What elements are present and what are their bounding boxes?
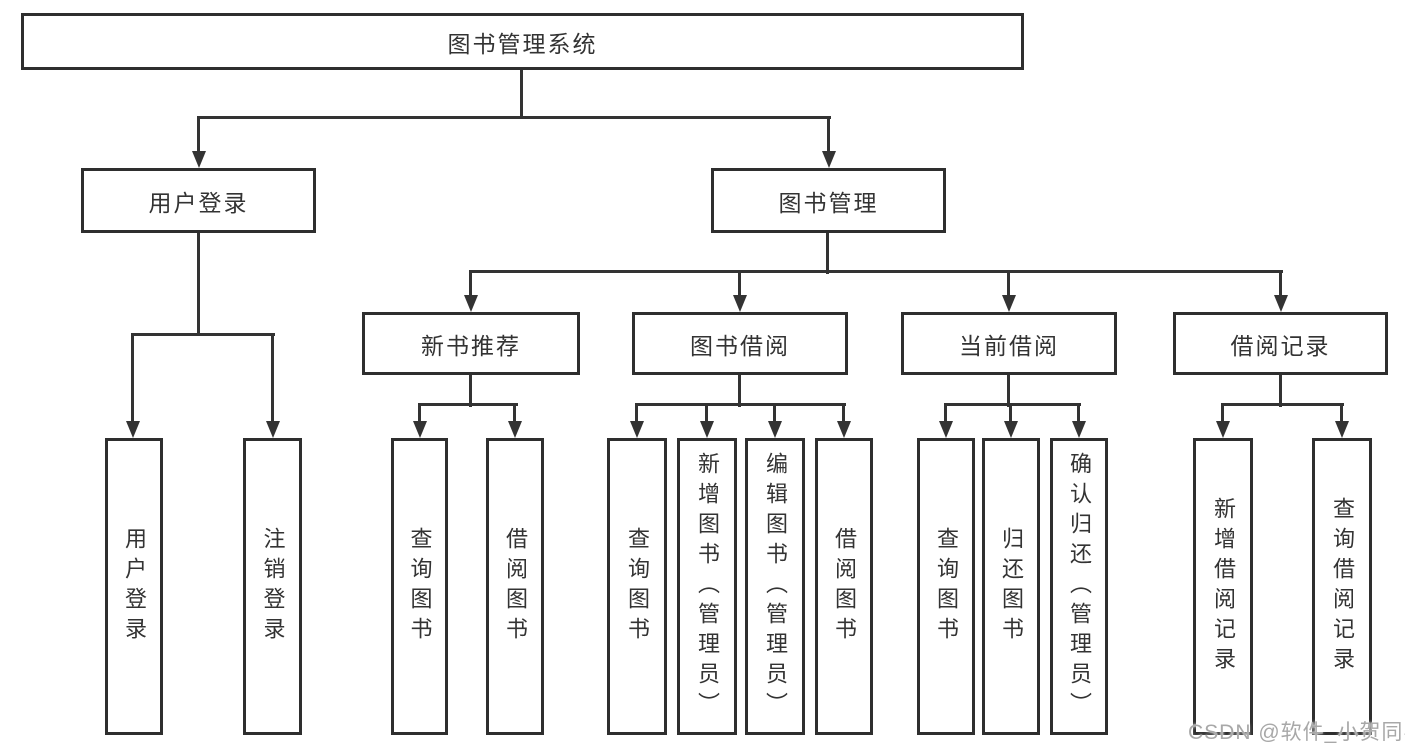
- connector-vline: [1007, 375, 1010, 407]
- leaf-cb-query-books-label: 查询图书: [934, 526, 959, 647]
- arrow-down-icon: [700, 421, 714, 438]
- connector-vline: [271, 333, 274, 425]
- connector-vline: [1077, 403, 1080, 425]
- leaf-bb-query-books: 查询图书: [607, 438, 667, 735]
- leaf-bb-query-books-label: 查询图书: [625, 526, 650, 647]
- arrow-down-icon: [1216, 421, 1230, 438]
- connector-vline: [1279, 270, 1282, 300]
- node-book-management-label: 图书管理: [778, 189, 879, 216]
- leaf-nbr-borrow-books-label: 借阅图书: [503, 526, 528, 647]
- connector-hline: [197, 116, 831, 119]
- connector-vline: [738, 375, 741, 407]
- arrow-down-icon: [413, 421, 427, 438]
- connector-vline: [1221, 403, 1224, 425]
- node-book-borrow: 图书借阅: [632, 312, 848, 375]
- connector-vline: [1009, 403, 1012, 425]
- connector-vline: [827, 116, 830, 156]
- connector-hline: [635, 403, 846, 406]
- leaf-nbr-borrow-books: 借阅图书: [486, 438, 544, 735]
- leaf-cb-query-books: 查询图书: [917, 438, 975, 735]
- arrow-down-icon: [733, 295, 747, 312]
- connector-hline: [1221, 403, 1344, 406]
- connector-vline: [826, 233, 829, 274]
- node-book-borrow-label: 图书借阅: [690, 332, 790, 359]
- leaf-br-query-record: 查询借阅记录: [1312, 438, 1372, 735]
- leaf-bb-borrow-books-label: 借阅图书: [832, 526, 857, 647]
- node-root-label: 图书管理系统: [447, 30, 598, 57]
- leaf-cb-return-books: 归还图书: [982, 438, 1040, 735]
- arrow-down-icon: [1004, 421, 1018, 438]
- node-new-book-recommend: 新书推荐: [362, 312, 580, 375]
- connector-hline: [418, 403, 518, 406]
- connector-vline: [738, 270, 741, 300]
- connector-vline: [1007, 270, 1010, 300]
- leaf-user-login-label: 用户登录: [122, 526, 147, 647]
- arrow-down-icon: [192, 151, 206, 168]
- node-root: 图书管理系统: [21, 13, 1024, 70]
- leaf-cb-confirm-return-admin: 确认归还（管理员）: [1050, 438, 1108, 735]
- arrow-down-icon: [1274, 295, 1288, 312]
- connector-vline: [469, 375, 472, 407]
- arrow-down-icon: [837, 421, 851, 438]
- leaf-cb-return-books-label: 归还图书: [999, 526, 1024, 647]
- node-user-login-label: 用户登录: [148, 189, 249, 216]
- connector-hline: [944, 403, 1081, 406]
- leaf-bb-edit-books-admin: 编辑图书（管理员）: [745, 438, 805, 735]
- arrow-down-icon: [939, 421, 953, 438]
- arrow-down-icon: [1335, 421, 1349, 438]
- leaf-logout: 注销登录: [243, 438, 302, 735]
- arrow-down-icon: [768, 421, 782, 438]
- leaf-nbr-query-books-label: 查询图书: [407, 526, 433, 647]
- leaf-bb-borrow-books: 借阅图书: [815, 438, 873, 735]
- arrow-down-icon: [822, 151, 836, 168]
- arrow-down-icon: [266, 421, 280, 438]
- connector-vline: [520, 70, 523, 118]
- connector-vline: [197, 116, 200, 156]
- leaf-br-query-record-label: 查询借阅记录: [1330, 496, 1355, 677]
- arrow-down-icon: [464, 295, 478, 312]
- connector-vline: [469, 270, 472, 300]
- leaf-br-add-record: 新增借阅记录: [1193, 438, 1253, 735]
- connector-vline: [513, 403, 516, 425]
- leaf-cb-confirm-return-admin-label: 确认归还（管理员）: [1067, 451, 1092, 722]
- connector-vline: [842, 403, 845, 425]
- arrow-down-icon: [630, 421, 644, 438]
- node-user-login: 用户登录: [81, 168, 316, 233]
- arrow-down-icon: [1002, 295, 1016, 312]
- leaf-logout-label: 注销登录: [260, 526, 286, 647]
- node-current-borrow-label: 当前借阅: [959, 332, 1059, 359]
- arrow-down-icon: [1072, 421, 1086, 438]
- node-current-borrow: 当前借阅: [901, 312, 1117, 375]
- connector-vline: [1340, 403, 1343, 425]
- node-borrow-records: 借阅记录: [1173, 312, 1388, 375]
- connector-vline: [635, 403, 638, 425]
- connector-vline: [1279, 375, 1282, 407]
- node-new-book-recommend-label: 新书推荐: [421, 332, 521, 359]
- arrow-down-icon: [126, 421, 140, 438]
- leaf-user-login: 用户登录: [105, 438, 163, 735]
- connector-vline: [131, 333, 134, 425]
- connector-hline: [131, 333, 275, 336]
- connector-vline: [944, 403, 947, 425]
- arrow-down-icon: [508, 421, 522, 438]
- leaf-bb-add-books-admin-label: 新增图书（管理员）: [695, 451, 720, 722]
- leaf-bb-add-books-admin: 新增图书（管理员）: [677, 438, 737, 735]
- connector-vline: [418, 403, 421, 425]
- node-borrow-records-label: 借阅记录: [1230, 332, 1331, 359]
- node-book-management: 图书管理: [711, 168, 946, 233]
- connector-vline: [705, 403, 708, 425]
- leaf-nbr-query-books: 查询图书: [391, 438, 448, 735]
- connector-vline: [197, 233, 200, 335]
- leaf-br-add-record-label: 新增借阅记录: [1211, 496, 1236, 677]
- connector-vline: [773, 403, 776, 425]
- csdn-watermark: CSDN @软件_小贺同学: [1188, 721, 1405, 744]
- leaf-bb-edit-books-admin-label: 编辑图书（管理员）: [763, 451, 788, 722]
- connector-hline: [469, 270, 1283, 273]
